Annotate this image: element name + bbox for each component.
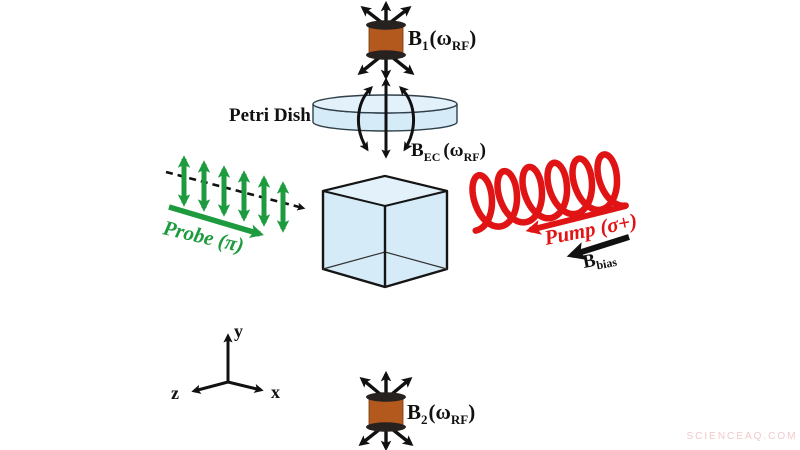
y-axis-label: y [234, 321, 243, 341]
b2-field-arrows [358, 370, 414, 450]
b1-coil-cap-bottom [366, 50, 406, 60]
b1-coil-cap-top [366, 20, 406, 30]
petri-dish-label: Petri Dish [229, 105, 311, 126]
z-axis [191, 380, 229, 394]
watermark: SCIENCEAQ.COM [686, 431, 797, 442]
probe-polarization-arrows [177, 155, 290, 233]
b2-label: B2(ωRF) [407, 400, 475, 427]
pump-direction-arrow [525, 203, 627, 235]
probe-label: Probe (π) [160, 215, 246, 257]
bec-field-lines [356, 77, 416, 159]
probe-beam: Probe (π) [160, 155, 306, 257]
bias-field-arrow [566, 234, 630, 260]
z-axis-label: z [171, 383, 179, 403]
bbias-label: Bbias [581, 246, 618, 275]
x-axis [227, 380, 264, 393]
glass-cell-cube [321, 174, 449, 289]
coordinate-axes [191, 333, 264, 394]
x-axis-label: x [271, 382, 280, 402]
pump-beam: Pump (σ+) Bbias [469, 151, 639, 275]
b2-coil: B2(ωRF) [358, 370, 475, 450]
b1-field-arrows [357, 0, 415, 81]
b2-coil-cap-top [366, 392, 406, 402]
bec-label: BEC(ωRF) [411, 140, 486, 164]
b1-coil: B1(ωRF) [357, 0, 476, 81]
b1-label: B1(ωRF) [408, 26, 476, 53]
b2-coil-cap-bottom [366, 422, 406, 432]
cube-top-face [322, 175, 448, 207]
probe-direction-arrow [168, 204, 264, 238]
